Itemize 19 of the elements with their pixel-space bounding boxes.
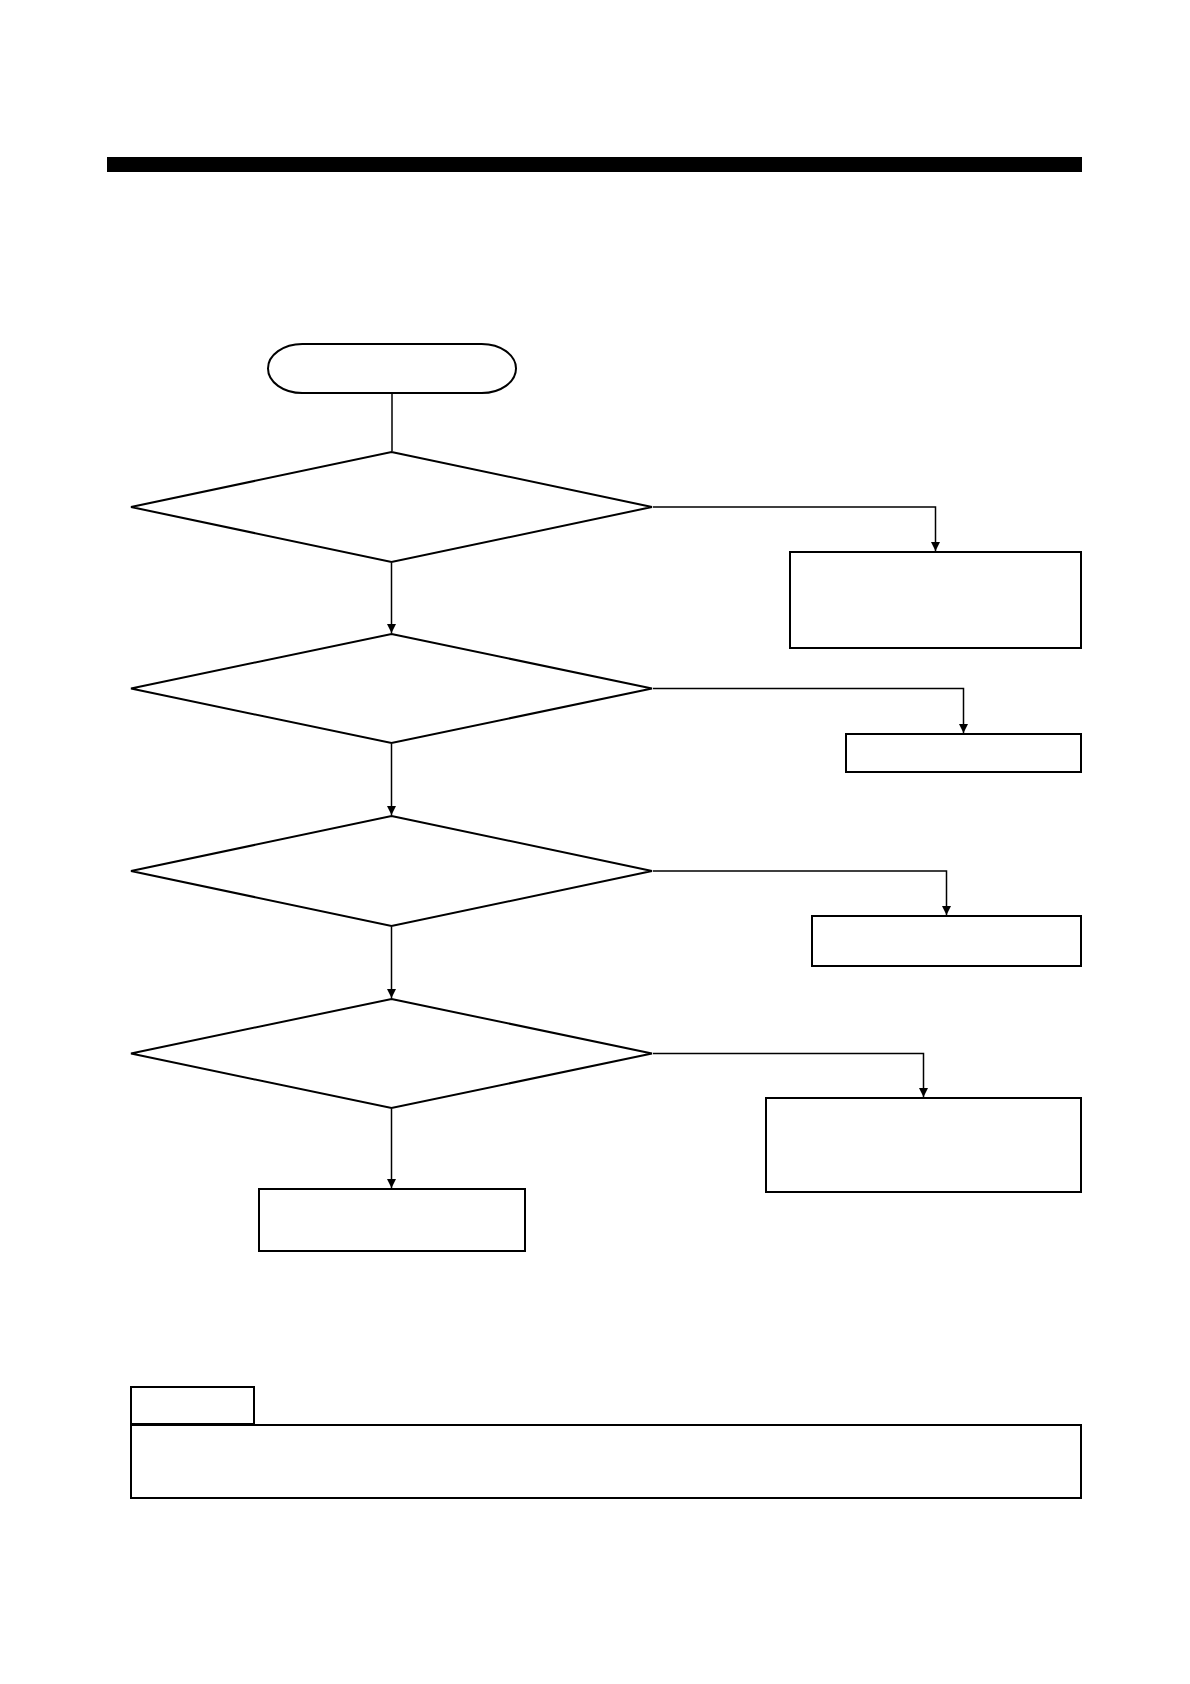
decision-diamond	[130, 815, 653, 927]
process-box	[845, 733, 1082, 773]
process-box	[765, 1097, 1082, 1193]
arrow	[652, 687, 968, 734]
arrow	[387, 926, 396, 999]
arrow	[387, 1108, 396, 1189]
process-box	[811, 915, 1082, 967]
decision-diamond	[130, 451, 653, 563]
decision-diamond	[130, 633, 653, 744]
arrow	[387, 562, 396, 634]
process-box	[130, 1386, 255, 1425]
process-box	[130, 1424, 1082, 1499]
arrow	[387, 743, 396, 816]
arrow	[652, 506, 940, 552]
arrow	[652, 870, 951, 916]
process-box	[258, 1188, 526, 1252]
decision-diamond	[130, 998, 653, 1109]
process-box	[789, 551, 1082, 649]
arrow	[652, 1052, 928, 1098]
